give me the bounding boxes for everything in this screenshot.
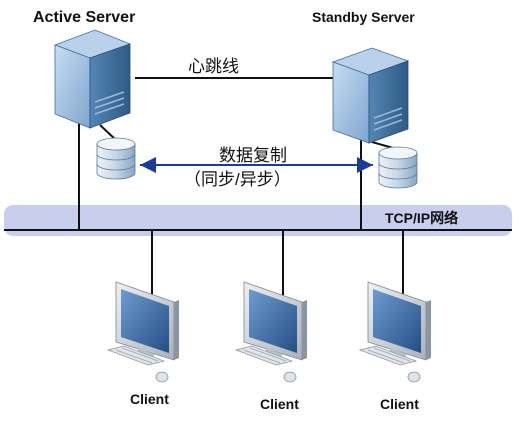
standby-server-icon [331, 47, 410, 144]
client-3-computer-icon [358, 281, 431, 383]
client-1-label: Client [130, 391, 169, 407]
client-2-computer-icon [234, 281, 307, 383]
network-band [4, 205, 512, 236]
active-server-icon [53, 29, 132, 129]
heartbeat-label: 心跳线 [188, 57, 239, 76]
active-database-icon [96, 137, 136, 180]
client-1-computer-icon [106, 281, 179, 383]
client-3-label: Client [380, 396, 419, 412]
standby-db-link [371, 141, 394, 149]
client-2-label: Client [260, 396, 299, 412]
standby-server-label: Standby Server [312, 9, 415, 25]
active-db-link [99, 124, 117, 141]
active-server-label: Active Server [33, 9, 135, 26]
network-label: TCP/IP网络 [385, 210, 458, 226]
replication-mode-label: （同步/异步） [184, 170, 291, 189]
standby-database-icon [378, 146, 418, 189]
replication-label: 数据复制 [219, 146, 287, 165]
